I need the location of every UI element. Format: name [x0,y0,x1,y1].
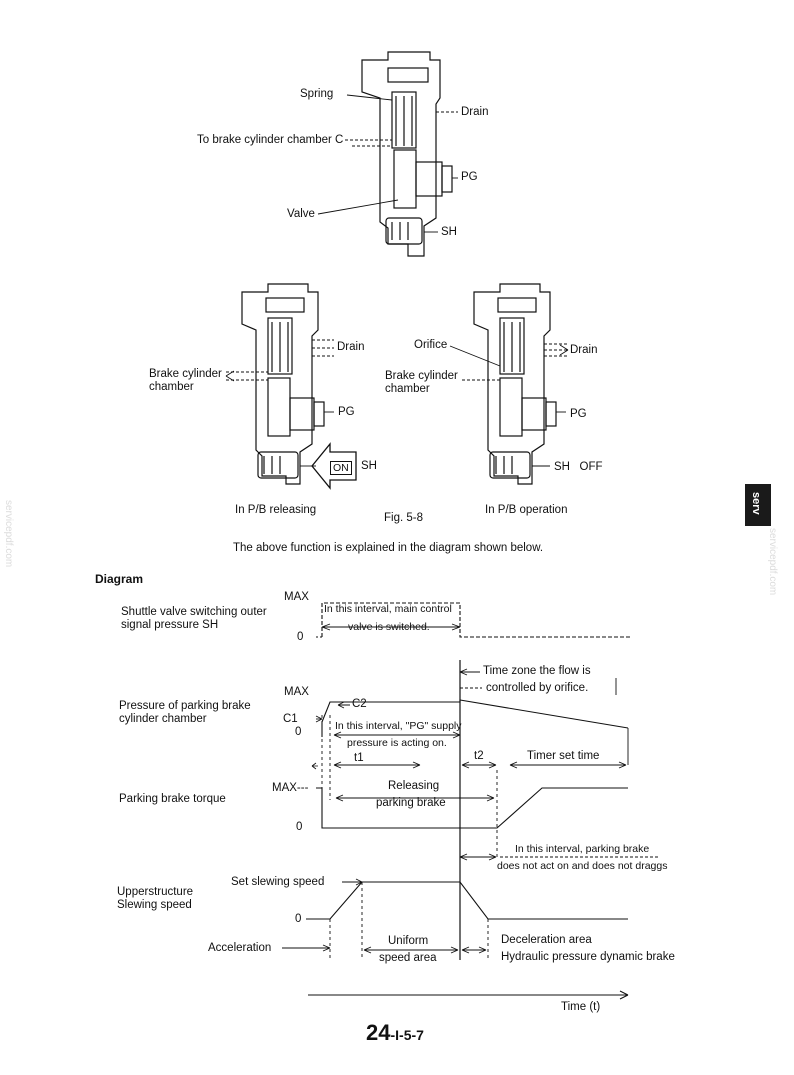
c2-label: C2 [352,698,367,710]
section-tab: serv [745,484,771,526]
row-label-shuttle: Shuttle valve switching outer signal pre… [121,606,267,632]
acceleration-label: Acceleration [208,942,272,954]
not-act-note-1: In this interval, parking brake [515,843,650,855]
row-label-slewing: Upperstructure Slewing speed [117,886,194,912]
t2-label: t2 [474,750,484,762]
section-tab-label: serv [750,492,762,515]
sh-label-top: SH [441,226,457,238]
pg-supply-note-1: In this interval, "PG" supply [335,720,462,732]
on-arrow [311,442,357,490]
main-control-note-2: valve is switched. [348,621,430,633]
releasing-note-2: parking brake [376,797,446,809]
releasing-note-1: Releasing [388,780,440,792]
pg-label-top: PG [461,171,478,183]
deceleration-note-1: Deceleration area [501,934,592,946]
uniform-note-1: Uniform [388,935,429,947]
timer-label: Timer set time [527,750,600,762]
caption-operation: In P/B operation [485,504,568,516]
figure-number: Fig. 5-8 [384,512,423,524]
explanation-text: The above function is explained in the d… [233,542,544,554]
zero-label-torque: 0 [296,821,303,833]
row-label-pressure: Pressure of parking brake cylinder chamb… [119,700,251,726]
time-axis-label: Time (t) [561,1001,601,1013]
zero-label-shuttle: 0 [297,631,304,643]
pg-label-right: PG [570,408,587,420]
to-brake-cylinder-label: To brake cylinder chamber C [197,134,344,146]
drain-label-left: Drain [337,341,365,353]
sh-off-label: SH OFF [554,461,603,473]
not-act-note-2: does not act on and does not draggs [497,860,668,872]
brake-cylinder-chamber-label-right: Brake cylinder chamber [385,370,458,396]
uniform-note-2: speed area [379,952,437,964]
brake-cylinder-chamber-label-left: Brake cylinder chamber [149,368,222,394]
page-number-main: 24 [366,1020,391,1045]
drain-label-right: Drain [570,344,598,356]
set-slewing-label: Set slewing speed [231,876,325,888]
max-label-torque: MAX--- [272,782,309,794]
top-valve-drawing [361,51,453,257]
watermark-right: servicepdf.com [767,528,778,596]
t1-label: t1 [354,752,364,764]
pg-label-left: PG [338,406,355,418]
zero-label-slewing: 0 [295,913,302,925]
timing-diagram [282,602,660,1000]
max-label-pressure: MAX [284,686,309,698]
valve-label: Valve [287,208,315,220]
right-valve-drawing [473,283,557,485]
diagram-heading: Diagram [95,572,144,586]
page-number-sub: -I-5-7 [390,1027,424,1043]
c1-label: C1 [283,713,298,725]
spring-label: Spring [300,88,334,100]
sh-label-left: SH [361,460,377,472]
zero-label-pressure: 0 [295,726,302,738]
watermark-left: servicepdf.com [3,500,14,568]
time-zone-note-2: controlled by orifice. [486,682,589,694]
left-valve-drawing [241,283,325,485]
row-label-torque: Parking brake torque [119,793,226,805]
on-badge: ON [330,461,352,476]
max-label-shuttle: MAX [284,591,309,603]
caption-releasing: In P/B releasing [235,504,317,516]
time-zone-note-1: Time zone the flow is [483,665,591,677]
main-control-note-1: In this interval, main control [324,603,452,615]
drain-label-top: Drain [461,106,489,118]
deceleration-note-2: Hydraulic pressure dynamic brake [501,951,675,963]
orifice-label: Orifice [414,339,448,351]
page-number: 24-I-5-7 [366,1020,424,1046]
pg-supply-note-2: pressure is acting on. [347,737,447,749]
